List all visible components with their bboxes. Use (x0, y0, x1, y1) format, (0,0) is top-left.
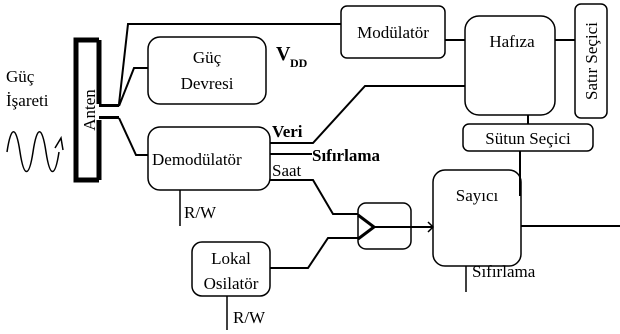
column-selector-label: Sütun Seçici (485, 129, 571, 148)
wave-arrow-icon (54, 135, 64, 151)
memory-block (464, 15, 556, 116)
counter-reset-label: Sıfırlama (472, 262, 536, 281)
modulator-block (340, 5, 446, 59)
reset-signal-label-top: Sıfırlama (312, 146, 380, 165)
modulator-label: Modülatör (357, 23, 429, 42)
clock-signal-label: Saat (272, 161, 302, 180)
demodulator-block (147, 126, 271, 191)
counter-label: Sayıcı (456, 186, 499, 205)
antenna-label: Anten (80, 89, 99, 131)
data-signal-label: Veri (272, 122, 303, 141)
power-signal-label-2: İşareti (6, 91, 49, 110)
wire-antenna-modulator (118, 23, 341, 105)
local-oscillator-label-2: Osilatör (204, 274, 259, 293)
memory-label: Hafıza (489, 32, 535, 51)
wire-clock-and (270, 179, 358, 215)
counter-block (432, 169, 522, 267)
wire-data-memory (270, 85, 465, 144)
vdd-label: V DD (276, 43, 308, 70)
vdd-subscript-text: DD (290, 56, 308, 70)
wire-oscillator-and (270, 237, 358, 269)
and-gate-icon (357, 213, 377, 241)
vdd-main-text: V (276, 43, 291, 65)
power-signal-label-1: Güç (6, 67, 35, 86)
counter-input-arrow-icon (427, 221, 435, 233)
power-circuit-label-2: Devresi (181, 74, 234, 93)
row-selector-label: Satır Seçici (582, 22, 601, 100)
power-circuit-block (147, 36, 267, 105)
rw-bottom-label: R/W (233, 308, 266, 327)
wire-antenna-demodulator (118, 117, 148, 156)
sine-wave-icon (6, 131, 60, 173)
antenna-terminal-bottom (99, 116, 119, 119)
row-selector-block (574, 3, 608, 119)
antenna-terminal-top (99, 104, 119, 107)
power-circuit-label-1: Güç (193, 48, 222, 67)
antenna-body (73, 37, 102, 183)
demodulator-label: Demodülatör (152, 150, 242, 169)
rw-top-label: R/W (184, 203, 217, 222)
local-oscillator-label-1: Lokal (211, 249, 251, 268)
wire-antenna-power (118, 67, 148, 107)
